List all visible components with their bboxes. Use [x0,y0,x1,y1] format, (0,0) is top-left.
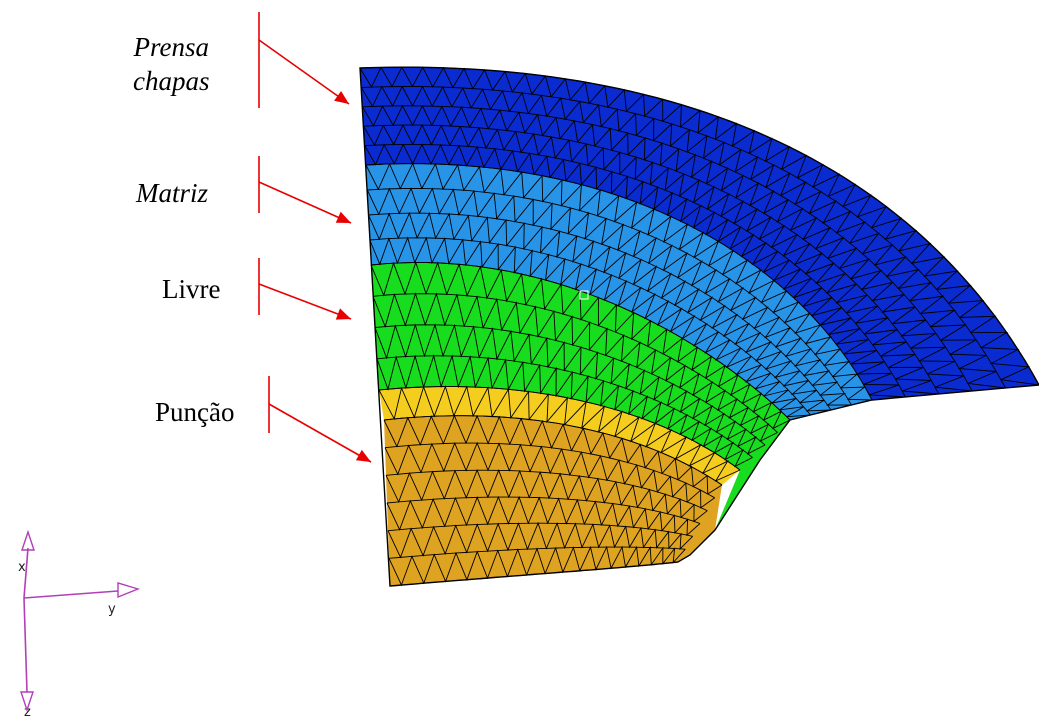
callout-prensa-chapas-line [258,39,350,105]
livre-diag-1 [372,292,778,443]
label-matriz: Matriz [136,178,209,208]
axis-z-line [23,597,28,693]
selected-node-marker [579,290,589,300]
region-prensa-chapas [360,67,1039,400]
callout-puncao-head [355,449,371,462]
prensa-diag-2 [362,104,973,392]
mesh-lines [359,66,1039,587]
livre-diag-2 [374,323,766,455]
callout-puncao-line [268,403,372,463]
livre-iso-0 [370,262,791,421]
axis-x-arrowhead [21,529,35,551]
label-puncao: Punção [155,397,235,427]
matriz-diag-0 [365,162,873,401]
label-prensa-line2: chapas [133,66,210,96]
label-livre: Livre [162,274,221,304]
callout-arrows [258,12,372,463]
livre-diag-0 [370,261,791,430]
callout-matriz-line [258,181,352,224]
callout-prensa-chapas-head [334,91,349,104]
label-prensa-chapas: Prensa chapas [133,30,210,98]
region-puncao-rim [379,386,740,485]
puncao-iso-0 [383,415,723,486]
callout-matriz-head [335,211,351,223]
matriz-diag-1 [366,187,852,406]
label-prensa-line1: Prensa [133,32,210,62]
prensa-diag-1 [360,85,1006,389]
puncao-diag-1 [384,441,715,509]
callout-livre-line [258,283,352,320]
axis-z-arrowhead [20,691,34,713]
matriz-diag-2 [368,211,832,412]
axis-x-label: x [18,560,26,575]
puncao-diag-2 [385,468,708,523]
puncao-diag-0 [383,414,723,495]
region-livre [371,262,790,530]
matriz-diag-3 [369,236,811,418]
mesh-regions [360,67,1039,586]
mesh-outline [359,66,1039,587]
callout-livre-head [335,308,351,320]
puncao-diag-4 [387,521,694,559]
axis-z-label: z [24,705,31,717]
axis-y-arrowhead [117,582,141,599]
puncao-diag-3 [386,495,701,537]
region-matriz [366,163,872,420]
axis-triad: x y z [18,529,141,717]
puncao-rim-diag-0 [378,385,741,482]
axis-y-line [23,590,119,599]
region-puncao [384,415,722,586]
prensa-diag-3 [363,124,939,395]
prensa-diag-4 [364,143,906,398]
axis-y-label: y [108,602,116,617]
axis-x-line [23,547,29,599]
